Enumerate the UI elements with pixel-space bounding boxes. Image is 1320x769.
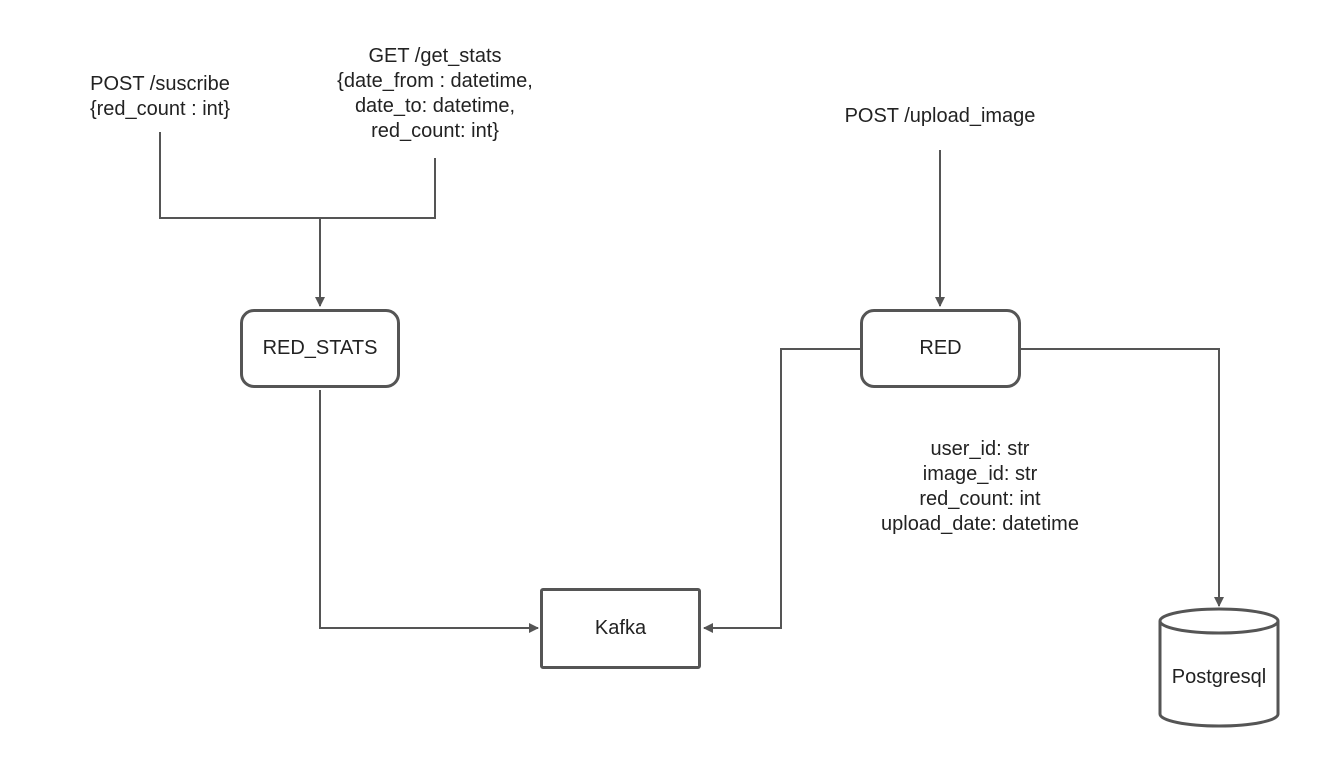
connector-red-to-postgresql	[1020, 348, 1224, 607]
node-red-label: RED	[919, 337, 962, 359]
endpoint-subscribe-line-2: {red_count : int}	[89, 98, 231, 120]
node-red[interactable]: RED	[860, 309, 1021, 388]
endpoint-subscribe-line-1: POST /suscribe	[90, 73, 230, 95]
schema-field-user-id: user_id: str	[930, 438, 1030, 460]
connector-red-to-kafka	[703, 348, 860, 633]
endpoint-label-get-stats: GET /get_stats {date_from : datetime, da…	[310, 44, 560, 144]
endpoint-get-stats-line-1: GET /get_stats	[368, 45, 502, 67]
node-postgresql-label[interactable]: Postgresql	[1171, 666, 1267, 688]
node-red-stats[interactable]: RED_STATS	[240, 309, 400, 388]
endpoint-label-upload-image: POST /upload_image	[820, 104, 1060, 129]
postgresql-cylinder-icon	[1158, 607, 1280, 728]
schema-field-upload-date: upload_date: datetime	[881, 513, 1079, 535]
schema-field-red-count: red_count: int	[919, 488, 1041, 510]
node-red-stats-label: RED_STATS	[262, 337, 378, 359]
node-kafka-label: Kafka	[594, 617, 647, 639]
endpoint-get-stats-line-3: date_to: datetime,	[354, 95, 516, 117]
endpoint-label-subscribe: POST /suscribe {red_count : int}	[80, 72, 240, 122]
message-schema-label: user_id: str image_id: str red_count: in…	[860, 437, 1100, 537]
connector-red-stats-to-kafka	[319, 390, 539, 633]
connector-subscribe-to-red-stats	[159, 132, 320, 219]
node-kafka[interactable]: Kafka	[540, 588, 701, 669]
endpoint-get-stats-line-4: red_count: int}	[371, 120, 499, 142]
endpoint-get-stats-line-2: {date_from : datetime,	[337, 70, 533, 92]
schema-field-image-id: image_id: str	[922, 463, 1038, 485]
endpoint-upload-image-line-1: POST /upload_image	[844, 105, 1036, 127]
connector-get-stats-to-red-stats	[315, 158, 436, 307]
